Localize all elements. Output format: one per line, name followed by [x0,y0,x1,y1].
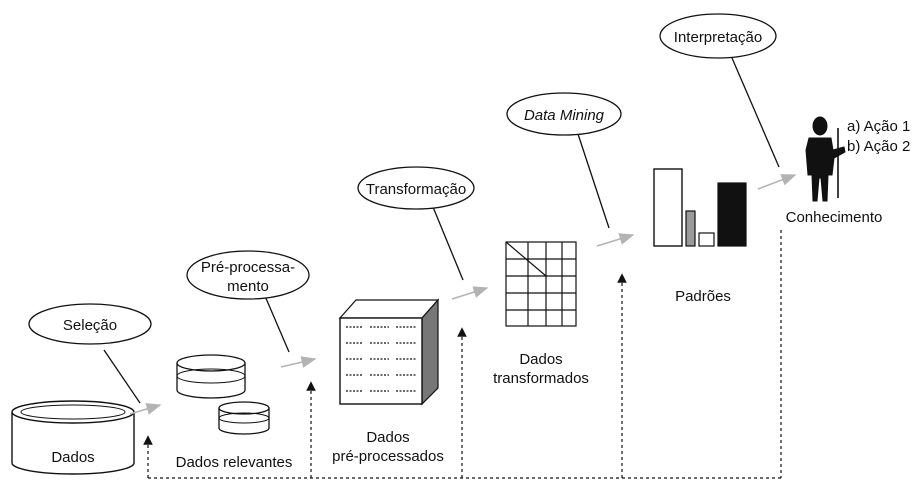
interpretacao-label: Interpretação [674,29,762,46]
data-mining-balloon [506,92,622,229]
flow-arrow-5 [757,174,797,190]
dados-relevantes-database [176,354,270,435]
padroes-label: Padrões [675,288,731,305]
feedback-loop [143,230,782,479]
dados-transformados-label-1: Dados [519,351,562,368]
acao-1-label: a) Ação 1 [847,118,910,135]
preprocessamento-label-2: mento [227,278,269,295]
transformacao-balloon [357,166,475,281]
flow-arrow-4 [596,233,635,247]
selecao-balloon [28,303,152,404]
dados-preprocessados-cube [338,298,440,406]
dados-preprocessados-label-1: Dados [366,429,409,446]
flow-arrow-3 [451,286,489,300]
person-icon [805,116,846,202]
dados-preprocessados-label-2: pré-processados [332,448,444,465]
selecao-label: Seleção [63,317,117,334]
transformacao-label: Transformação [366,181,466,198]
dados-transformados-label-2: transformados [493,370,589,387]
acao-2-label: b) Ação 2 [847,138,910,155]
interpretacao-balloon [659,13,780,168]
dados-transformados-grid [505,241,577,327]
dados-database [11,400,135,475]
dados-relevantes-label: Dados relevantes [176,454,293,471]
dados-label: Dados [51,449,94,466]
data-mining-label: Data Mining [524,107,605,124]
preprocessamento-balloon [186,250,310,353]
preprocessamento-label-1: Pré-processa- [201,259,295,276]
conhecimento-label: Conhecimento [786,209,883,226]
flow-arrow-1 [129,403,162,415]
padroes-bars [653,168,747,247]
flow-arrow-2 [280,356,317,368]
